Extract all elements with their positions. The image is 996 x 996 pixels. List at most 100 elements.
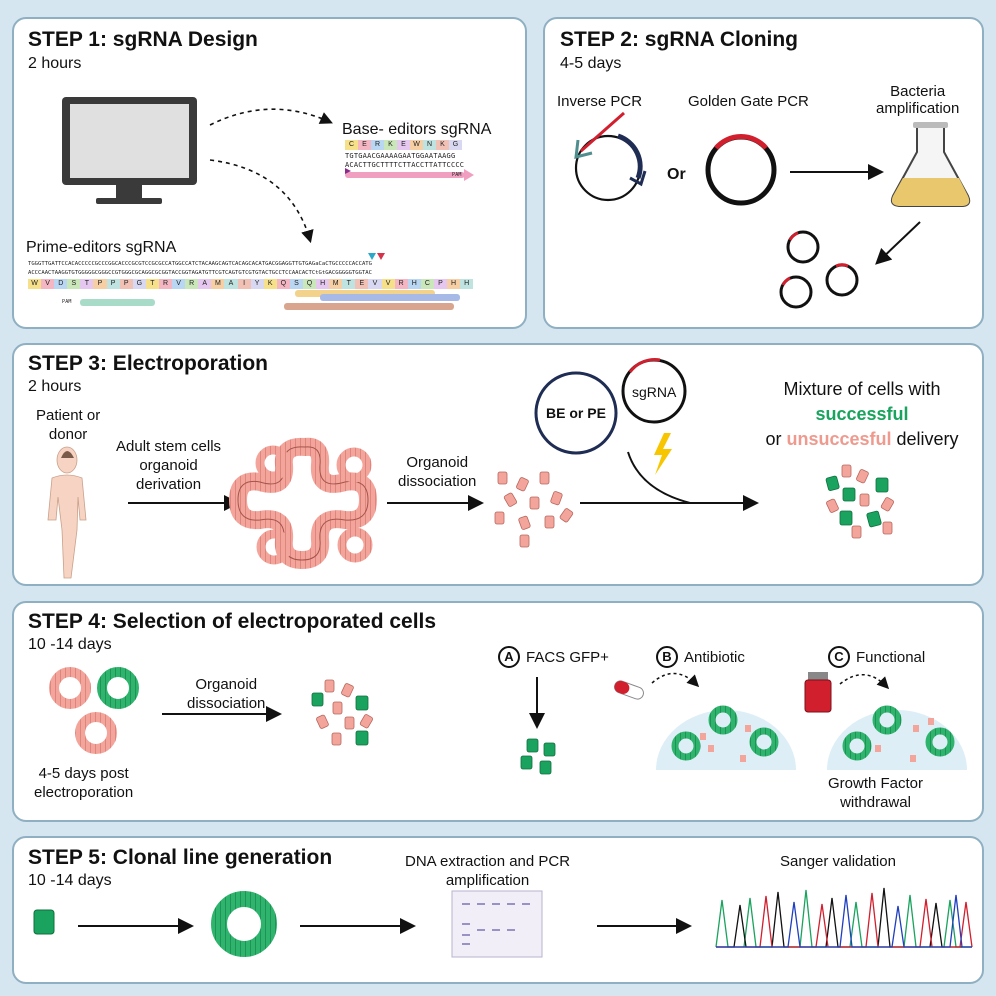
successful-text: successful <box>815 404 909 424</box>
step5-duration: 10 -14 days <box>28 872 112 889</box>
amino-acid-cell: R <box>371 140 384 150</box>
sanger-chromatogram-icon <box>715 887 973 948</box>
option-b: B Antibiotic <box>656 646 745 668</box>
single-green-cell-icon <box>33 909 55 935</box>
amino-acid-cell: P <box>93 279 107 289</box>
be-spacer-bar <box>345 172 465 178</box>
be-pam-label: PAM <box>452 172 462 178</box>
step3-title: STEP 3: Electroporation <box>28 352 268 375</box>
amino-acid-cell: M <box>329 279 343 289</box>
step3-panel <box>12 343 984 586</box>
be-or-pe-text: BE or PE <box>546 405 606 421</box>
electroporated-organoids-icon <box>49 667 139 754</box>
be-seq-top: TGTGAACGAAAAGAATGGAATAAGG <box>345 152 456 160</box>
inverse-pcr-label: Inverse PCR <box>557 93 643 110</box>
option-c-badge: C <box>828 646 850 668</box>
pe-bar-brown <box>284 303 454 310</box>
step1-title: STEP 1: sgRNA Design <box>28 28 258 51</box>
mixture-or: or <box>765 429 782 449</box>
step4-duration: 10 -14 days <box>28 636 112 653</box>
amino-acid-cell: Q <box>276 279 290 289</box>
option-b-badge: B <box>656 646 678 668</box>
pe-marker-blue-icon <box>368 253 376 260</box>
amino-acid-cell: E <box>355 279 369 289</box>
amino-acid-cell: R <box>158 279 173 289</box>
amino-acid-cell: K <box>384 140 397 150</box>
be-marker-icon <box>345 168 351 174</box>
step2-title: STEP 2: sgRNA Cloning <box>560 28 799 51</box>
flask-icon <box>890 122 971 207</box>
pe-bar-blue <box>320 294 460 301</box>
amino-acid-cell: N <box>423 140 436 150</box>
antibiotic-matrigel-dome-icon <box>656 705 796 770</box>
sanger-label: Sanger validation <box>780 853 896 870</box>
amino-acid-cell: G <box>449 140 462 150</box>
growth-factor-vial-icon <box>804 672 832 713</box>
amino-acid-cell: D <box>54 279 68 289</box>
mixed-cells-icon <box>825 464 894 539</box>
amino-acid-cell: W <box>28 279 42 289</box>
golden-gate-plasmid-icon <box>705 134 777 206</box>
sorted-green-cells-icon <box>520 738 556 775</box>
dissociation-label: Organoid dissociation <box>398 454 477 490</box>
amino-acid-cell: K <box>436 140 449 150</box>
mixture-line1: Mixture of cells with <box>783 379 941 399</box>
antibiotic-label: Antibiotic <box>684 648 745 666</box>
dashed-arrow-to-pe <box>209 159 314 244</box>
patient-label: Patient or donor <box>36 407 101 443</box>
mixture-delivery: delivery <box>896 429 959 449</box>
amino-acid-cell: P <box>106 279 120 289</box>
lightning-icon <box>654 433 672 475</box>
amino-acid-cell: W <box>410 140 423 150</box>
post-electroporation-label: 4-5 days post electroporation <box>34 765 134 801</box>
amino-acid-cell: E <box>397 140 410 150</box>
clonal-organoid-icon <box>211 891 277 957</box>
sgrna-label: sgRNA <box>632 384 677 400</box>
dissociated-mixed-cells-icon <box>311 679 373 746</box>
amino-acid-cell: Y <box>250 279 264 289</box>
pe-pam-label: PAM <box>62 299 72 305</box>
unsuccessful-text: unsuccesful <box>786 429 892 449</box>
pcr-gel-icon <box>451 890 543 958</box>
amino-acid-cell: K <box>263 279 277 289</box>
amino-acid-cell: S <box>67 279 81 289</box>
amino-acid-cell: V <box>368 279 382 289</box>
growth-factor-label: Growth Factor withdrawal <box>828 775 924 811</box>
amplified-plasmids-icon <box>779 230 859 309</box>
amino-acid-cell: R <box>394 279 408 289</box>
amino-acid-cell: C <box>420 279 434 289</box>
amino-acid-cell: V <box>381 279 395 289</box>
amino-acid-cell: H <box>460 279 474 289</box>
dashed-arrow-to-be <box>209 108 333 126</box>
dissociation-label-4: Organoid dissociation <box>187 676 266 712</box>
small-organoids-icon <box>255 445 373 565</box>
merge-curve <box>627 451 691 504</box>
amino-acid-cell: H <box>316 279 330 289</box>
step1-duration: 2 hours <box>28 55 82 72</box>
amino-acid-cell: V <box>172 279 186 289</box>
arrow-to-plasmids <box>875 221 921 265</box>
functional-label: Functional <box>856 648 926 666</box>
step5-title: STEP 5: Clonal line generation <box>28 846 333 869</box>
amino-acid-cell: Q <box>302 279 317 289</box>
be-pe-label: BE or PE <box>546 404 606 423</box>
bacteria-label: Bacteria amplification <box>876 83 960 117</box>
step3-duration: 2 hours <box>28 378 82 395</box>
pe-bar-green <box>80 299 155 306</box>
sgrna-plasmid-icon <box>621 358 687 424</box>
mixture-text: Mixture of cells with successful or unsu… <box>752 377 972 452</box>
amino-acid-cell: A <box>198 279 212 289</box>
option-c: C Functional <box>828 646 925 668</box>
amino-acid-cell: T <box>342 279 356 289</box>
functional-matrigel-dome-icon <box>827 705 967 770</box>
golden-gate-label: Golden Gate PCR <box>688 93 809 110</box>
dashed-arrow-functional <box>839 674 890 690</box>
be-seq-bottom: ACACTTGCTTTTCTTACCTTATTCCCC <box>345 161 465 169</box>
dissociated-cells-pink-icon <box>494 471 574 548</box>
amino-acid-cell: A <box>224 279 238 289</box>
be-pe-plasmid-icon <box>534 371 618 455</box>
amino-acid-cell: R <box>185 279 199 289</box>
